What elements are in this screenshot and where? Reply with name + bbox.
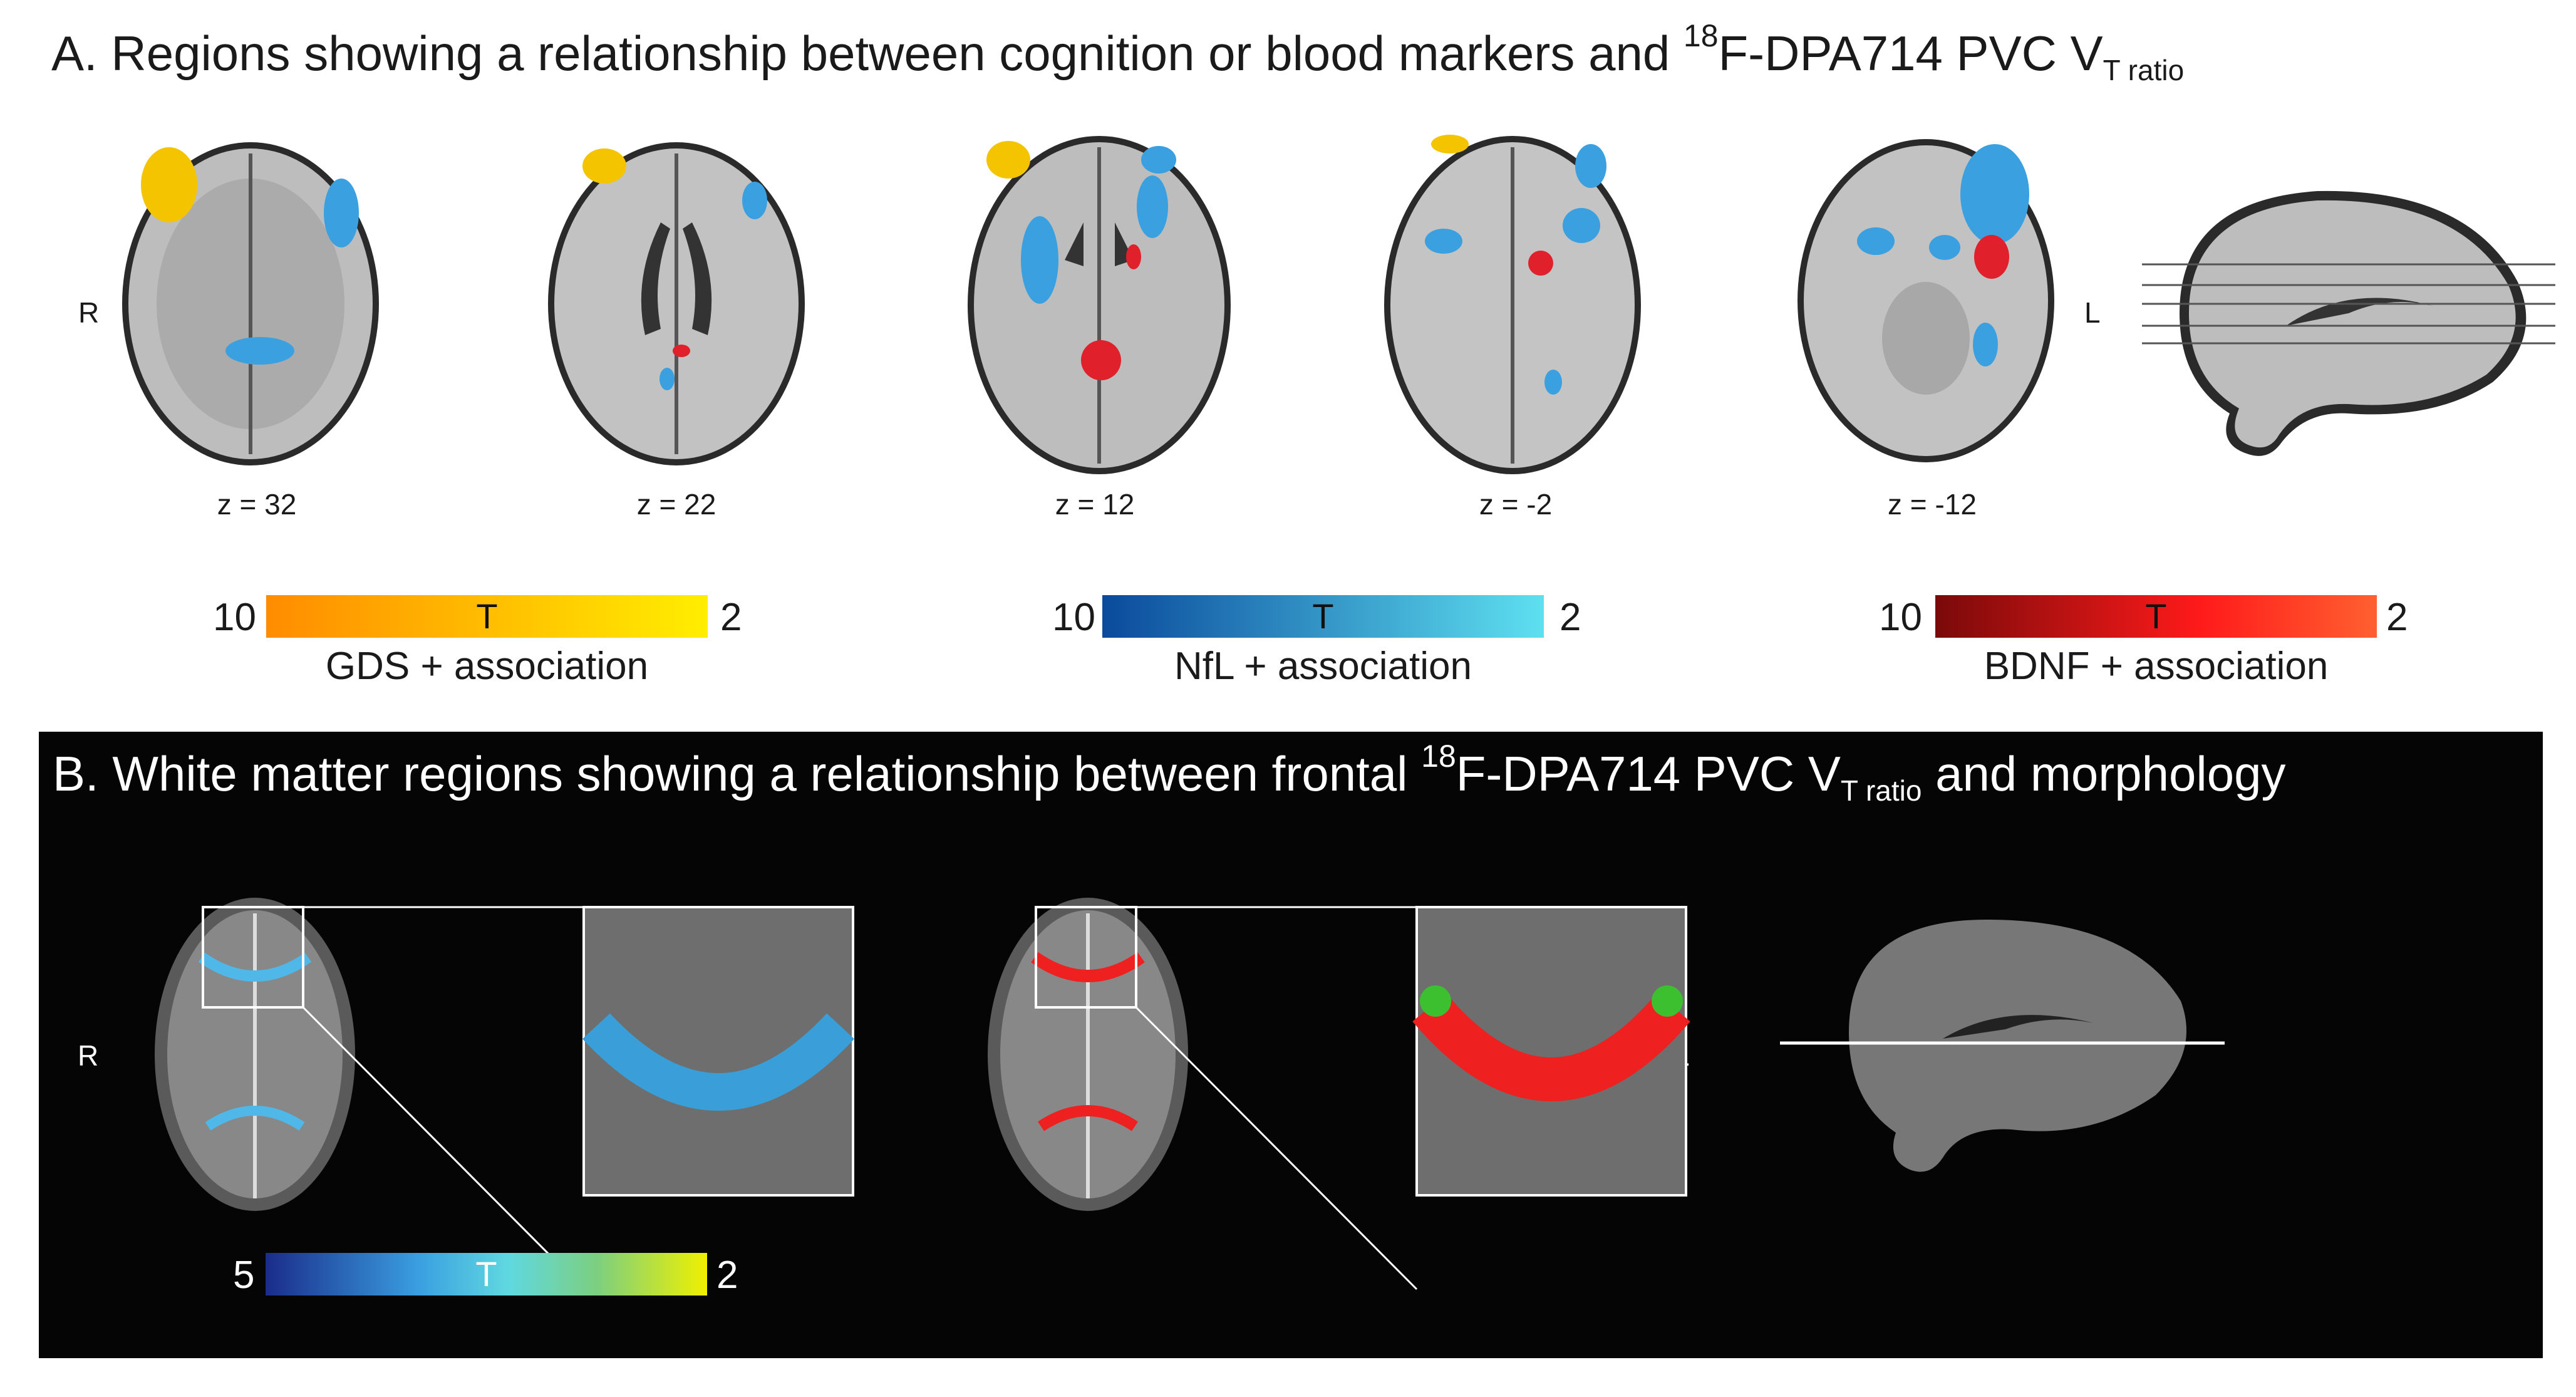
wm-axial-slice-nfl <box>155 898 854 1291</box>
sagittal-reference <box>2142 190 2555 456</box>
gds-bar-t: T <box>476 596 498 636</box>
wm-colorbar: T <box>266 1253 707 1296</box>
panel-b: B. White matter regions showing a relati… <box>39 732 2543 1358</box>
bdnf-caption: BDNF + association <box>1984 645 2329 688</box>
wm-bar-max: 2 <box>716 1254 738 1297</box>
nfl-colorbar: T <box>1102 595 1544 638</box>
bdnf-bar-max: 2 <box>2386 596 2408 639</box>
bdnf-bar-min: 10 <box>1879 596 1922 639</box>
axial-slice-z-2 <box>1384 135 1641 474</box>
panel-a-title: A. Regions showing a relationship betwee… <box>51 18 2185 86</box>
axial-slice-z12 <box>968 136 1231 474</box>
panel-b-title: B. White matter regions showing a relati… <box>53 739 2286 807</box>
axial-slice-z32 <box>122 142 379 465</box>
wm-bar-min: 5 <box>233 1254 255 1297</box>
gds-bar-min: 10 <box>213 596 256 639</box>
wm-sagittal-reference <box>1780 920 2225 1172</box>
nfl-bar-t: T <box>1312 596 1334 636</box>
axial-slice-z22 <box>548 142 805 465</box>
bdnf-colorbar: T <box>1935 595 2377 638</box>
slice-label: z = -12 <box>1888 488 1977 521</box>
gds-bar-max: 2 <box>720 596 742 639</box>
wm-axial-slice-red <box>988 898 1690 1291</box>
nfl-caption: NfL + association <box>1174 645 1472 688</box>
panel-a-side-right: L <box>2084 296 2101 329</box>
wm-bar-t: T <box>475 1254 497 1294</box>
gds-colorbar: T <box>266 595 708 638</box>
axial-slice-z-12 <box>1798 139 2054 462</box>
nfl-bar-max: 2 <box>1560 596 1581 639</box>
slice-label: z = 32 <box>217 488 297 521</box>
gds-caption: GDS + association <box>325 645 649 688</box>
slice-label: z = -2 <box>1479 488 1553 521</box>
slice-label: z = 12 <box>1055 488 1135 521</box>
slice-label: z = 22 <box>636 488 716 521</box>
bdnf-bar-t: T <box>2145 596 2167 636</box>
panel-b-side-left: R <box>78 1039 99 1072</box>
panel-a-side-left: R <box>78 296 100 329</box>
nfl-bar-min: 10 <box>1052 596 1095 639</box>
